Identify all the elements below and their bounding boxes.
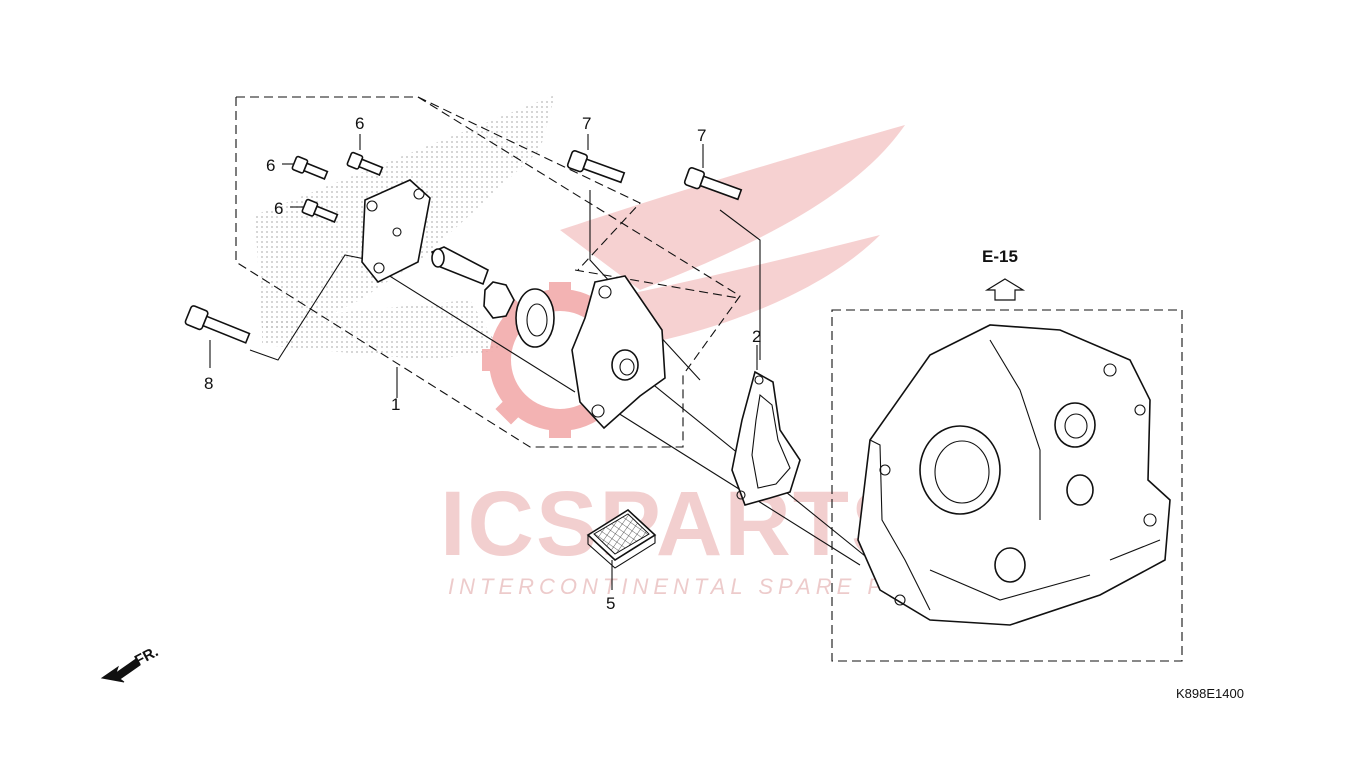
up-arrow-icon	[984, 278, 1026, 301]
watermark-dotted-wing-lower	[262, 300, 500, 360]
bolt-6-lower	[301, 198, 339, 223]
oil-strainer-screen	[586, 508, 657, 569]
bolt-6-top	[346, 151, 384, 176]
callout-labels: 1 2 5 6 6 6 7 7 8	[204, 114, 761, 613]
callout-6-middle: 6	[266, 156, 275, 175]
right-crankcase	[857, 324, 1171, 626]
callout-7-right: 7	[697, 126, 706, 145]
outer-rotor	[515, 288, 555, 348]
callout-6-lower: 6	[274, 199, 283, 218]
watermark-brand: ICSPARTS	[440, 473, 914, 575]
front-direction-indicator: FR.	[100, 643, 161, 683]
oil-pump-gasket	[731, 370, 801, 506]
watermark-red-wing-lower	[600, 235, 880, 345]
watermark-red-wing	[560, 125, 905, 290]
callout-1: 1	[391, 395, 400, 414]
bolt-7-right	[683, 167, 743, 201]
watermark-tagline: INTERCONTINENTAL SPARE PARTS	[448, 574, 964, 599]
callout-6-top: 6	[355, 114, 364, 133]
oil-pump-body	[571, 275, 666, 430]
oil-pump-assembly-outline	[235, 96, 741, 448]
oil-pump-shaft	[430, 246, 489, 286]
bolt-7-left	[566, 150, 626, 184]
callout-8: 8	[204, 374, 213, 393]
inner-rotor	[483, 281, 515, 319]
drawing-code: K898E1400	[1176, 686, 1244, 701]
front-arrow-icon	[100, 658, 141, 683]
callout-7-left: 7	[582, 114, 591, 133]
oil-pump-cover	[361, 179, 431, 284]
crankcase-reference	[831, 278, 1183, 662]
bolt-6-middle	[291, 155, 329, 180]
callout-5: 5	[606, 594, 615, 613]
section-reference: E-15	[982, 247, 1018, 266]
bolt-8	[184, 305, 251, 344]
callout-2: 2	[752, 327, 761, 346]
